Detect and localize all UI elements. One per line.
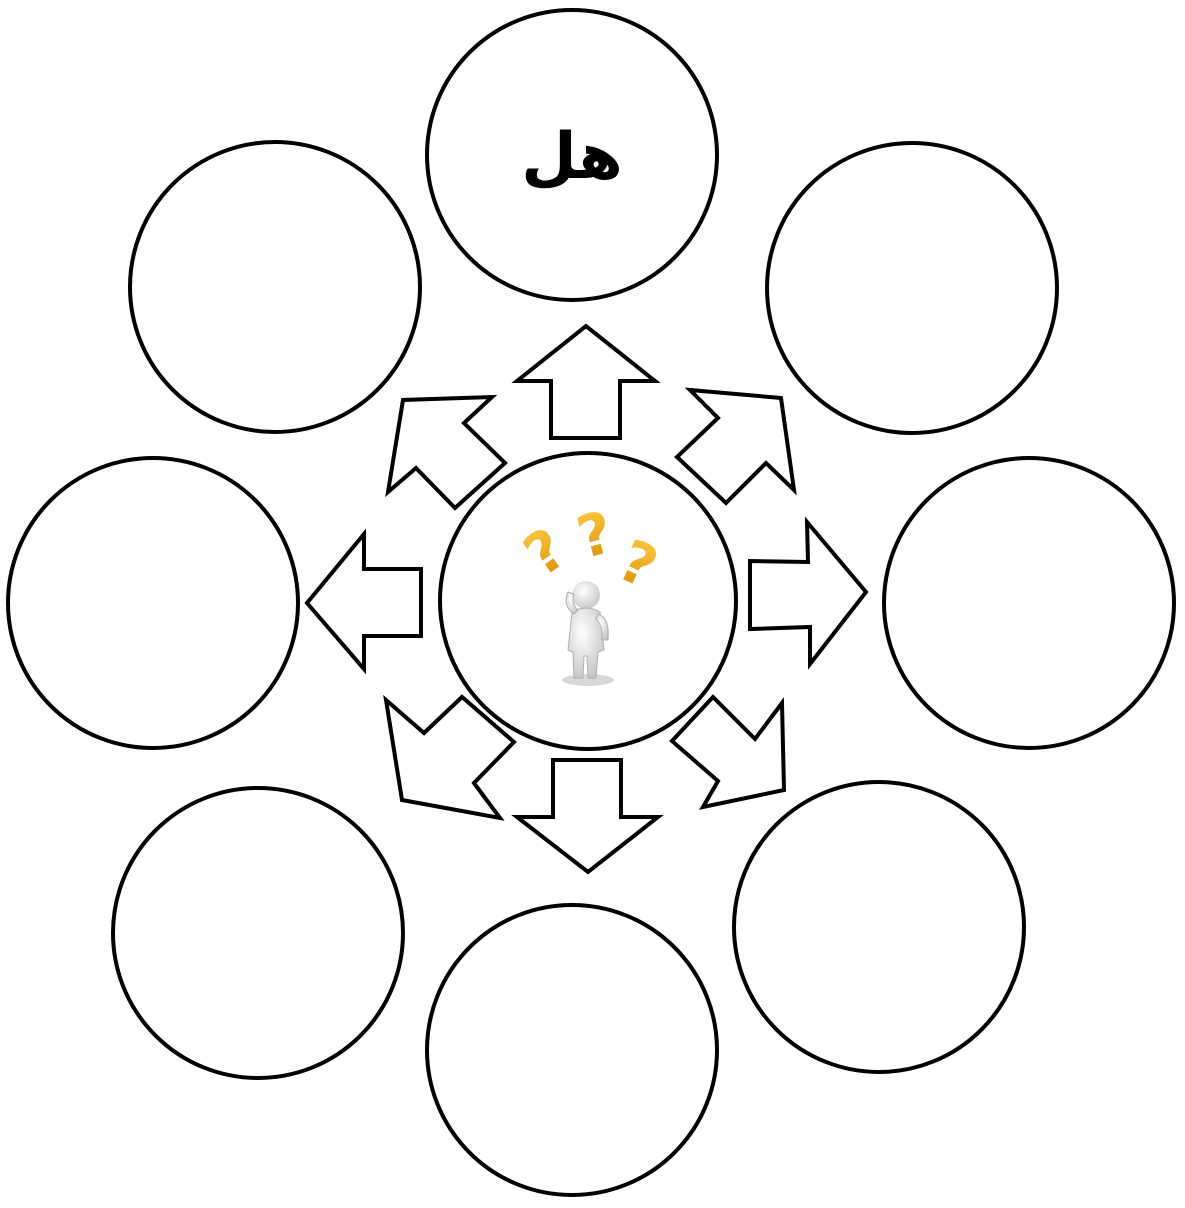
bubble-bottom-left <box>113 788 403 1078</box>
arrow-down <box>517 760 658 872</box>
bubble-right <box>884 458 1174 748</box>
arrow-top-right <box>677 390 794 503</box>
bubble-bottom-right <box>734 782 1024 1072</box>
bubble-left <box>8 458 298 748</box>
arrow-up <box>517 326 655 438</box>
center-node: ? ? ? <box>440 453 736 749</box>
bubble-top: هل <box>427 10 717 300</box>
arrow-right <box>750 522 866 664</box>
bubble-bottom <box>427 905 717 1195</box>
bubble-top-left <box>130 142 420 432</box>
arrow-bottom-right <box>672 697 784 807</box>
arrow-left <box>307 534 421 669</box>
bubble-top-text: هل <box>521 120 623 194</box>
bubble-top-right <box>767 143 1057 433</box>
